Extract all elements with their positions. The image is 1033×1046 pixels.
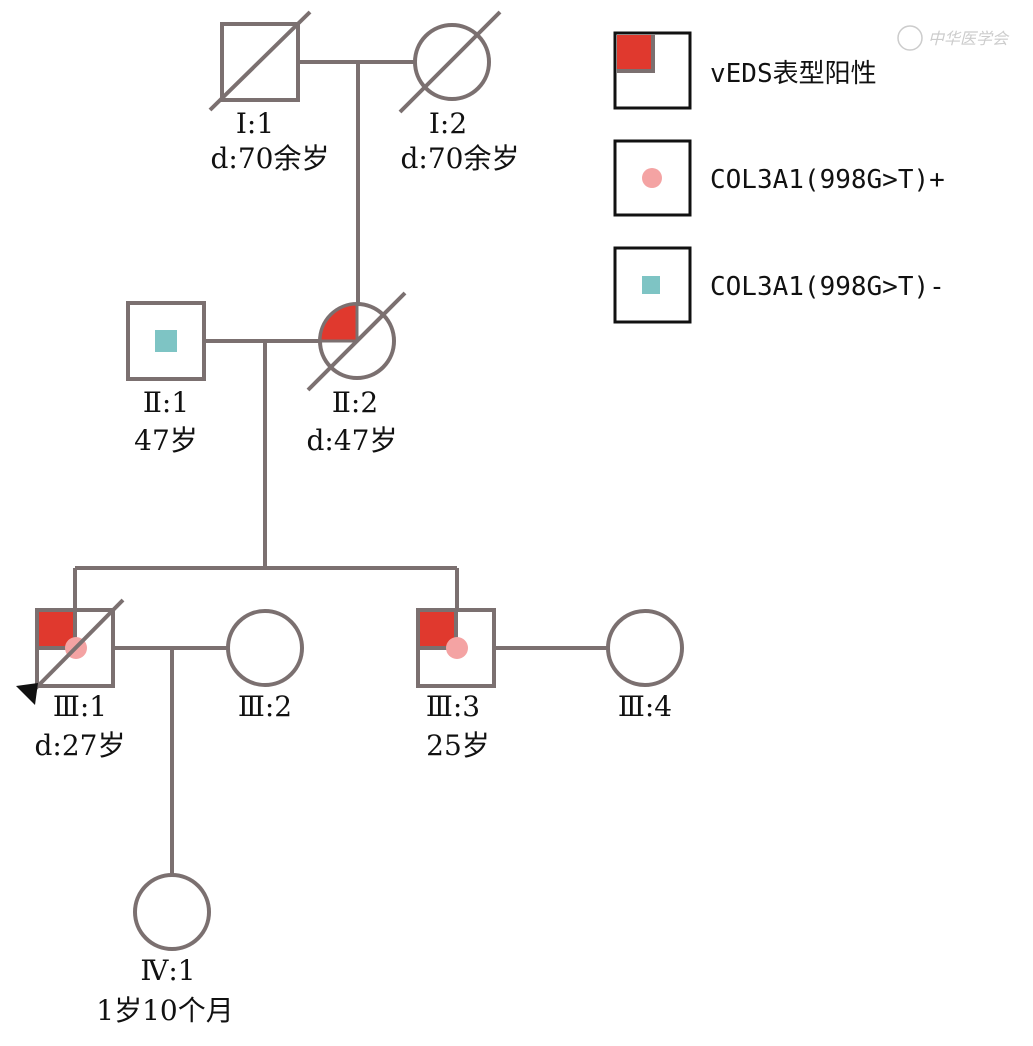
veds-positive-quarter	[318, 302, 359, 343]
quarter-divider	[617, 35, 655, 73]
individual-id: Ⅲ:3	[426, 690, 480, 723]
deceased-slash	[398, 10, 502, 114]
individual-id: Ⅰ:2	[429, 107, 467, 140]
individual-id: Ⅲ:1	[53, 690, 107, 723]
female-symbol	[133, 873, 211, 951]
legend-item-veds: vEDS表型阳性	[613, 31, 877, 110]
deceased-slash	[28, 598, 125, 696]
individual-info: d:47岁	[307, 424, 398, 457]
individual-info: d:70余岁	[211, 142, 330, 175]
deceased-slash	[306, 291, 407, 392]
pink-dot-icon	[642, 168, 662, 188]
individual-III2: Ⅲ:2	[226, 609, 304, 723]
relationship-lines	[73, 60, 608, 875]
individual-id: Ⅰ:1	[236, 107, 274, 140]
individual-info: 25岁	[426, 729, 490, 762]
individual-II2: Ⅱ:2 d:47岁	[306, 291, 407, 457]
legend-label: COL3A1(998G>T)-	[710, 272, 945, 302]
legend-label: COL3A1(998G>T)+	[710, 165, 945, 195]
individual-id: Ⅲ:2	[238, 690, 292, 723]
red-quarter-icon	[617, 35, 653, 71]
legend: vEDS表型阳性 COL3A1(998G>T)+ COL3A1(998G>T)-	[613, 31, 945, 324]
col3a1-positive-marker	[446, 637, 468, 659]
individual-III3: Ⅲ:3 25岁	[416, 608, 496, 762]
female-symbol	[606, 609, 684, 687]
individual-I2: Ⅰ:2 d:70余岁	[398, 10, 520, 175]
individual-info: d:70余岁	[401, 142, 520, 175]
female-symbol	[226, 609, 304, 687]
individual-III1: Ⅲ:1 d:27岁	[16, 598, 126, 762]
individual-info: 1岁10个月	[96, 994, 233, 1027]
individual-id: Ⅲ:4	[618, 690, 672, 723]
individual-II1: Ⅱ:1 47岁	[126, 301, 206, 457]
deceased-slash	[208, 10, 312, 112]
individual-info: d:27岁	[35, 729, 126, 762]
legend-label: vEDS表型阳性	[710, 59, 877, 89]
individual-id: Ⅱ:1	[143, 386, 189, 419]
svg-text:中华医学会: 中华医学会	[928, 29, 1010, 48]
legend-item-col3a1-positive: COL3A1(998G>T)+	[613, 139, 945, 217]
individual-id: Ⅳ:1	[140, 954, 195, 987]
legend-item-col3a1-negative: COL3A1(998G>T)-	[613, 246, 945, 324]
proband-arrow-icon	[16, 683, 38, 705]
teal-square-icon	[642, 276, 660, 294]
individual-IV1: Ⅳ:1 1岁10个月	[96, 873, 234, 1027]
individual-id: Ⅱ:2	[332, 386, 378, 419]
col3a1-negative-marker	[155, 330, 177, 352]
individual-I1: Ⅰ:1 d:70余岁	[208, 10, 330, 175]
individual-III4: Ⅲ:4	[606, 609, 684, 723]
individual-info: 47岁	[134, 424, 198, 457]
legend-box	[613, 139, 692, 217]
watermark-logo: 中华医学会	[897, 25, 1010, 51]
